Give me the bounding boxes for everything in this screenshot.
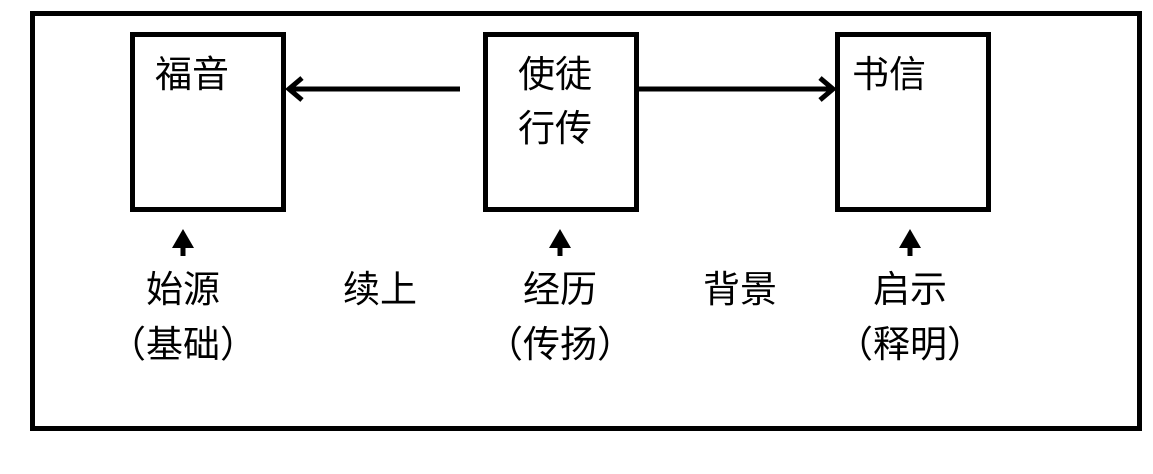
label-gospel-role: 始源 (146, 268, 220, 311)
up-arrow-gospel (172, 229, 194, 256)
box-acts-label-line1: 使徒 (518, 53, 592, 96)
label-acts-role: 经历 (523, 268, 597, 311)
label-epistles-role: 启示 (873, 268, 947, 311)
label-epistles-role-sub: （释明） (836, 323, 984, 366)
box-acts: 使徒 行传 (483, 32, 639, 212)
box-gospel-label: 福音 (155, 53, 229, 96)
label-link-left: 续上 (343, 268, 417, 311)
up-arrow-acts (549, 229, 571, 256)
label-acts-role-sub: （传扬） (486, 323, 634, 366)
diagram-frame (30, 11, 1142, 431)
arrow-acts-to-gospel (285, 76, 460, 102)
box-epistles-label: 书信 (852, 53, 926, 96)
up-arrow-epistles (899, 229, 921, 256)
label-gospel-role-sub: （基础） (109, 323, 257, 366)
box-gospel: 福音 (130, 32, 286, 212)
label-link-right: 背景 (703, 268, 777, 311)
arrow-acts-to-epistles (637, 76, 837, 102)
box-acts-label-line2: 行传 (518, 107, 592, 150)
box-epistles: 书信 (835, 32, 991, 212)
